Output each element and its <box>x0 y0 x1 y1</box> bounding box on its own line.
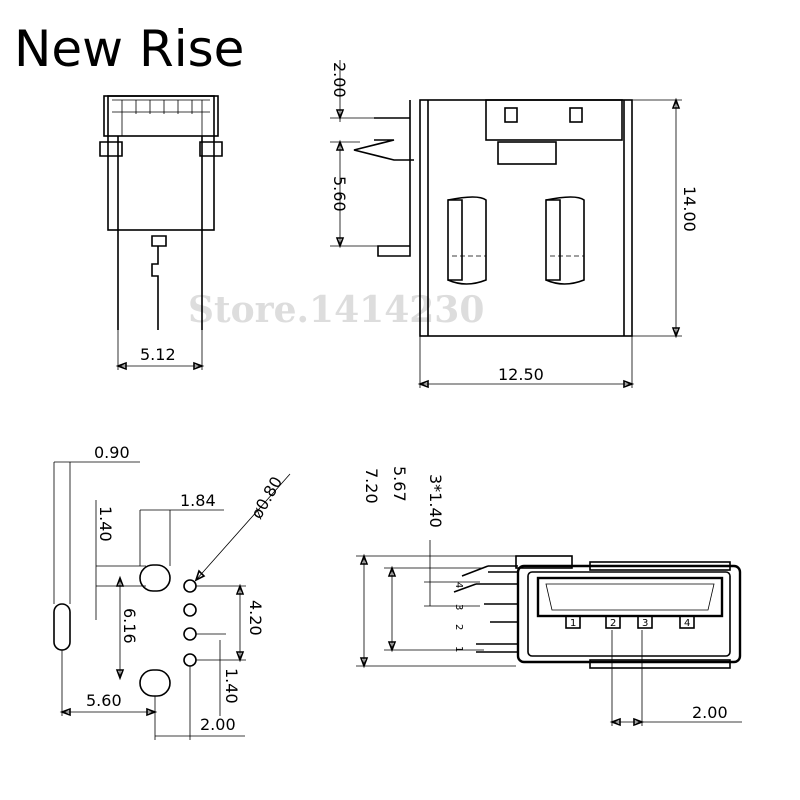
socket-view: 1 2 3 4 4 3 2 1 7.20 5.67 3*1.40 2.00 <box>356 466 742 727</box>
dim-pin-pitch: 1.40 <box>222 668 241 704</box>
pin-label-2: 2 <box>453 624 464 630</box>
front-view: 2.00 5.60 14.00 12.50 <box>330 60 699 389</box>
dim-hole-offset: 1.84 <box>180 491 216 510</box>
dim-pitch: 3*1.40 <box>426 474 445 528</box>
dim-diameter: ø0.80 <box>247 473 286 522</box>
dim-slot-width: 0.90 <box>94 443 130 462</box>
watermark: Store.1414230 <box>188 289 484 331</box>
contact-label-2: 2 <box>610 618 616 629</box>
side-view: 5.12 <box>99 95 223 371</box>
dim-pin-span: 5.60 <box>330 176 349 212</box>
dim-inner: 5.67 <box>390 466 409 502</box>
dim-pin-top: 2.00 <box>330 62 349 98</box>
dim-height: 14.00 <box>680 186 699 232</box>
pin-label-4: 4 <box>453 582 464 588</box>
dim-pin-x: 2.00 <box>200 715 236 734</box>
dim-mount-x: 5.60 <box>86 691 122 710</box>
dim-pin-span-pcb: 4.20 <box>246 600 265 636</box>
pin-label-3: 3 <box>453 604 464 610</box>
pcb-footprint: 0.90 1.84 ø0.80 1.40 6.16 4.20 1.40 5.60 <box>53 443 291 740</box>
pin-label-1: 1 <box>453 646 464 652</box>
dim-mount-spacing: 6.16 <box>120 608 139 644</box>
dim-width-side: 5.12 <box>140 345 176 364</box>
dim-total: 7.20 <box>362 468 381 504</box>
contact-label-1: 1 <box>570 618 576 629</box>
contact-label-3: 3 <box>642 618 648 629</box>
dim-width-front: 12.50 <box>498 365 544 384</box>
brand-title: New Rise <box>14 20 244 78</box>
dim-slot-gap: 1.40 <box>96 506 115 542</box>
dim-bottom: 2.00 <box>692 703 728 722</box>
contact-label-4: 4 <box>684 618 690 629</box>
